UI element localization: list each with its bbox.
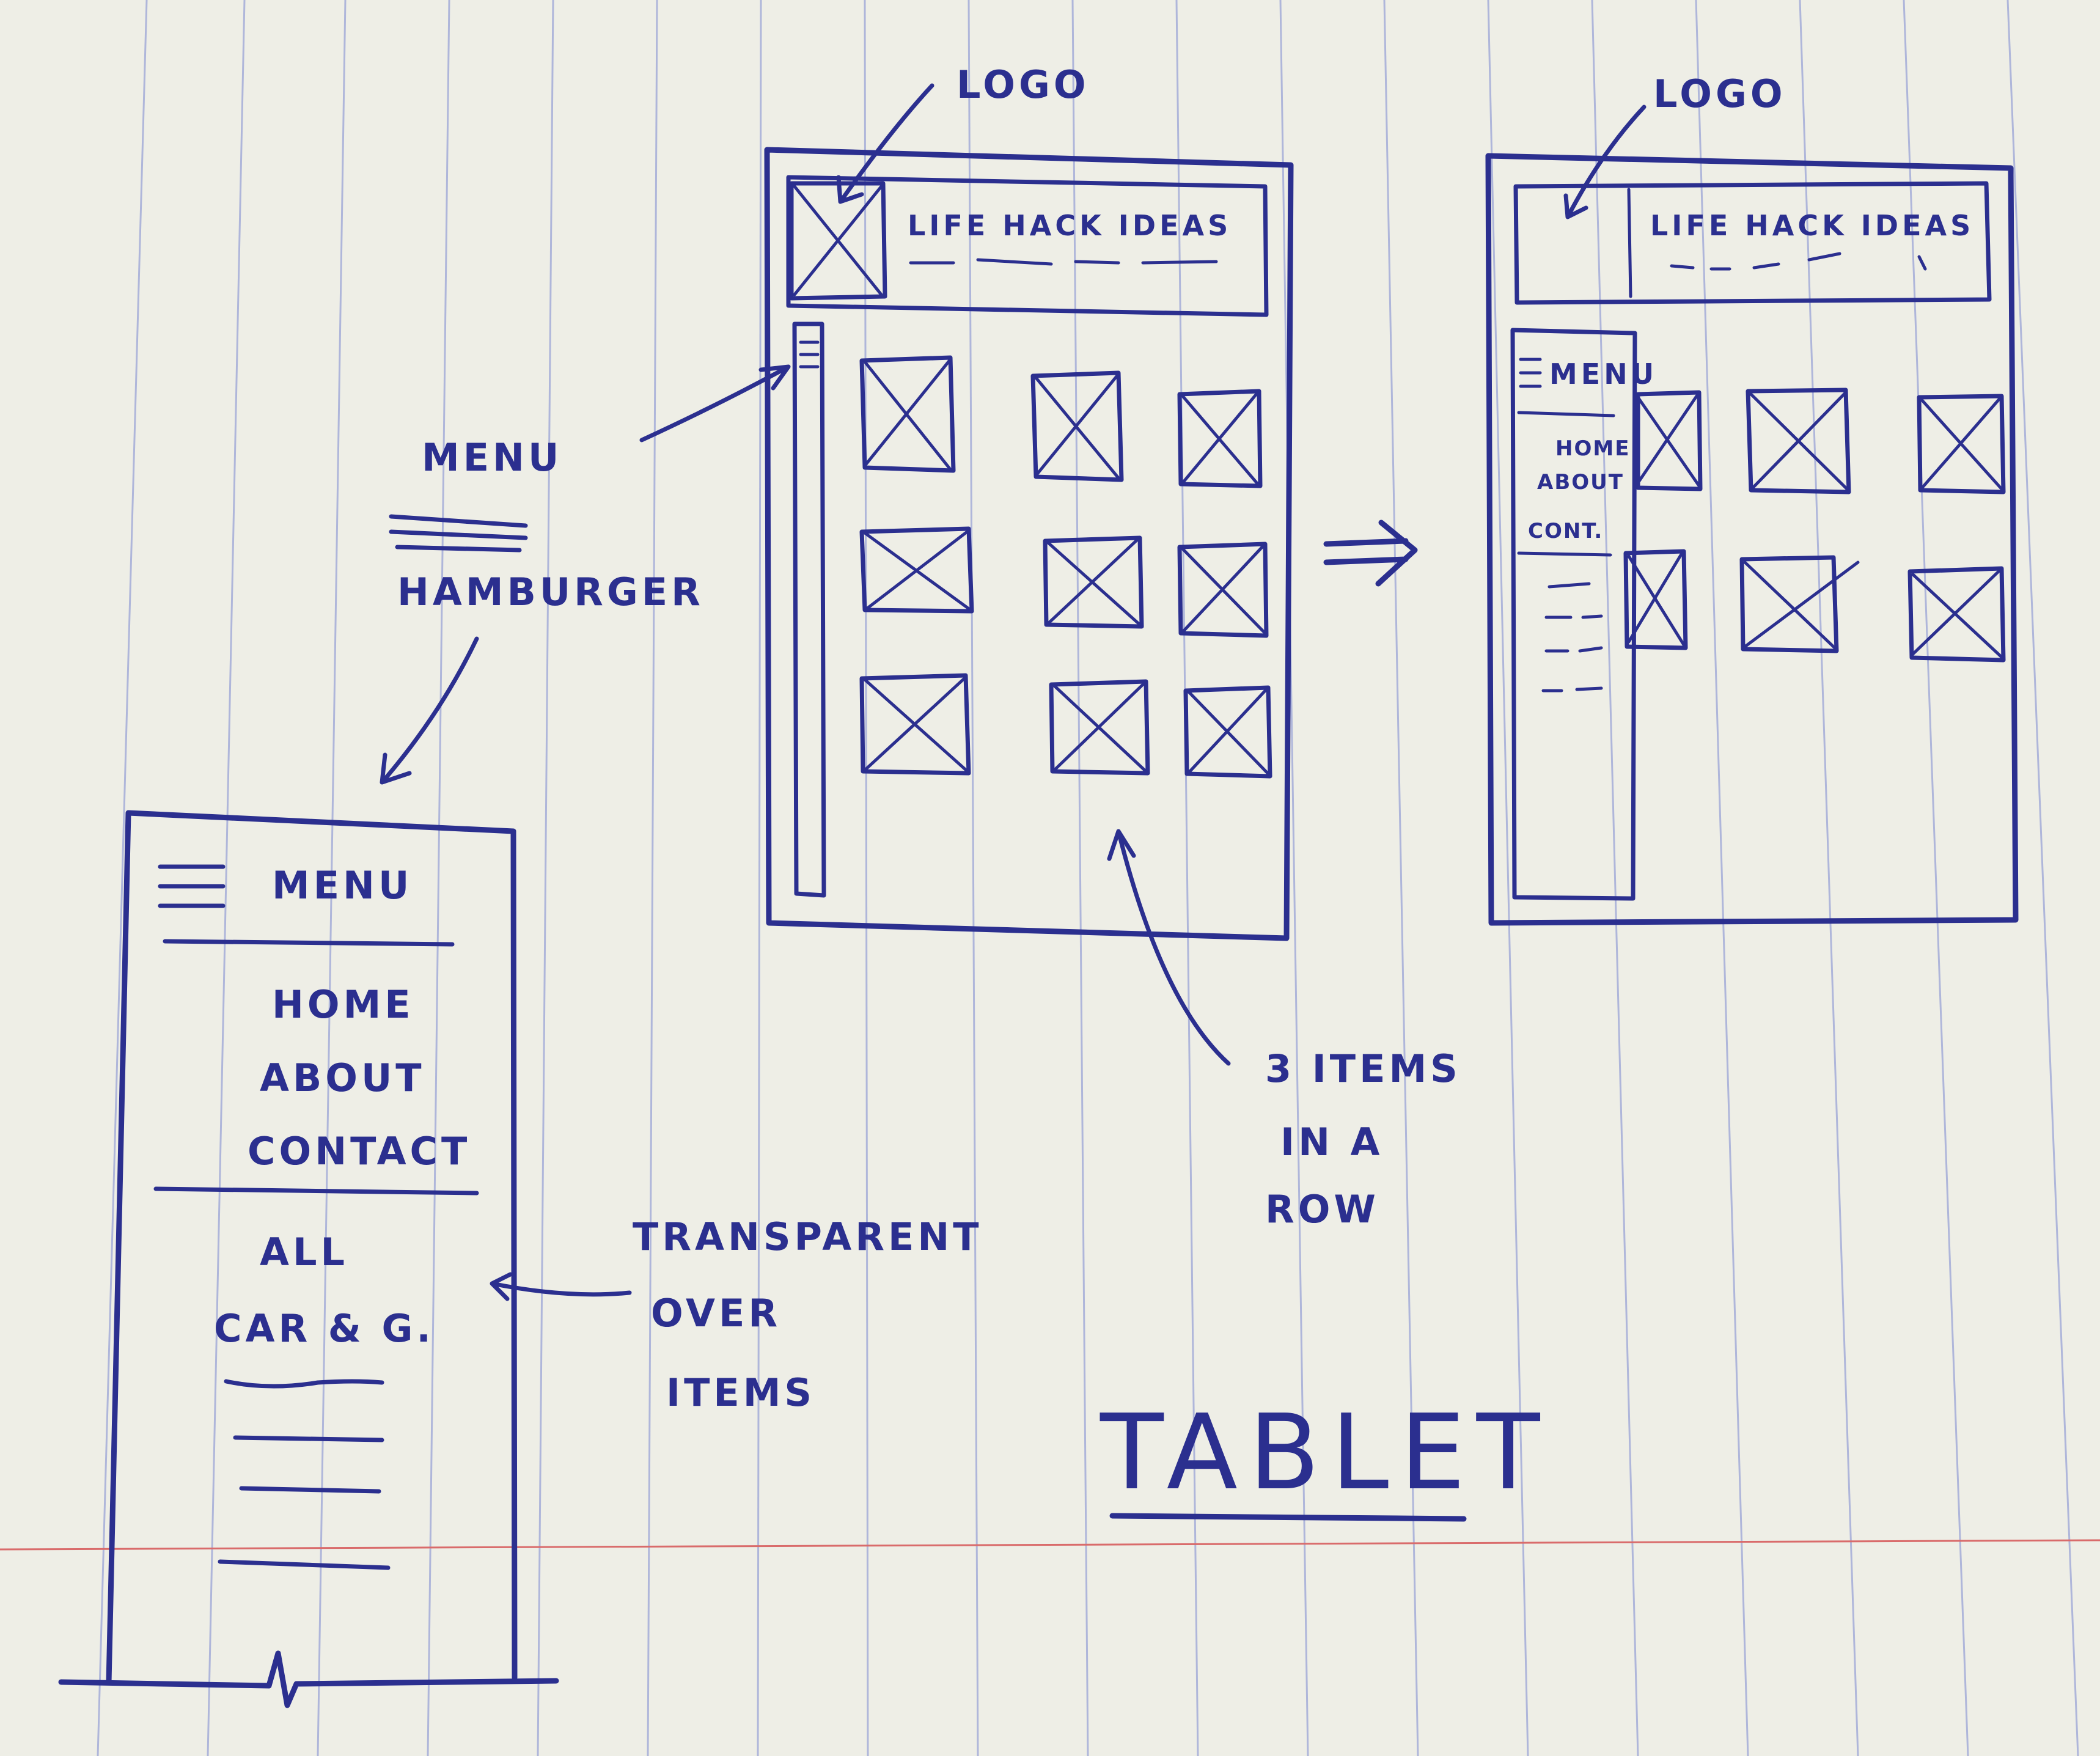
annotation-logo-right-label: LOGO — [1653, 72, 1786, 116]
annotation-logo-left-label: LOGO — [956, 62, 1090, 107]
image-placeholder-icon — [1043, 535, 1144, 629]
annotation-three-items-line2: IN A — [1280, 1120, 1384, 1164]
tablet-open-item-grid — [1623, 388, 2006, 663]
annotation-three-items-line3: ROW — [1265, 1187, 1379, 1232]
annotation-transparent-line2: OVER — [651, 1291, 781, 1335]
hamburger-icon — [799, 340, 820, 369]
tablet-closed-item-grid — [859, 355, 1272, 779]
image-placeholder-icon — [1049, 679, 1150, 776]
image-placeholder-icon — [1746, 388, 1851, 494]
image-placeholder-icon — [859, 526, 974, 614]
image-placeholder-icon — [1177, 389, 1263, 488]
annotation-menu-label: MENU — [422, 435, 562, 480]
mobile-menu-link-about: ABOUT — [260, 1056, 425, 1100]
annotation-arrow-to-mobile — [380, 636, 479, 785]
image-placeholder-icon — [859, 355, 956, 473]
annotation-menu-hamburger: MENU HAMBURGER — [380, 364, 791, 785]
mobile-menu-title: MENU — [272, 863, 413, 908]
page-title-group: TABLET — [1100, 1392, 1551, 1522]
annotation-three-items-line1: 3 ITEMS — [1265, 1046, 1461, 1091]
hamburger-icon — [158, 864, 226, 908]
image-placeholder-icon — [1623, 549, 1688, 650]
sidebar-link: CONT. — [1528, 519, 1603, 543]
image-placeholder-icon — [1739, 555, 1860, 653]
annotation-three-items: 3 ITEMS IN A ROW — [1107, 829, 1461, 1232]
mobile-menu-frame — [106, 810, 518, 1685]
tablet-wireframe-open: LIFE HACK IDEAS MENU HOME ABOUT CONT. — [1485, 153, 2019, 926]
sidebar-link: ABOUT — [1537, 470, 1624, 494]
transition-arrow-icon — [1323, 520, 1418, 587]
image-placeholder-icon — [1030, 370, 1124, 482]
hamburger-icon — [1519, 358, 1542, 388]
annotation-logo-left: LOGO — [836, 62, 1090, 204]
tablet-closed-frame — [764, 147, 1294, 941]
logo-divider — [1627, 188, 1632, 298]
image-placeholder-icon — [1917, 394, 2006, 494]
sidebar-link: HOME — [1555, 436, 1630, 461]
collapsed-sidebar — [792, 321, 826, 898]
tablet-closed-header — [786, 175, 1269, 317]
image-placeholder-icon — [1177, 542, 1269, 638]
mobile-menu-link-home: HOME — [272, 982, 414, 1027]
annotation-transparent-line1: TRANSPARENT — [633, 1214, 983, 1259]
annotation-hamburger-label: HAMBURGER — [397, 570, 704, 614]
image-placeholder-icon — [1907, 566, 2006, 663]
tablet-wireframe-closed: LIFE HACK IDEAS — [764, 147, 1294, 941]
tablet-open-header — [1513, 181, 1992, 305]
mobile-menu-link-contact: CONTACT — [248, 1129, 471, 1174]
image-placeholder-icon — [859, 673, 971, 776]
tablet-open-header-title: LIFE HACK IDEAS — [1650, 209, 1974, 242]
image-placeholder-icon — [1183, 685, 1272, 779]
mobile-menu-wireframe: MENU HOME ABOUT CONTACT ALL CAR & G. — [58, 810, 559, 1708]
annotation-logo-right: LOGO — [1563, 72, 1786, 219]
open-sidebar-menu: MENU HOME ABOUT CONT. — [1510, 328, 1658, 901]
image-placeholder-icon — [1636, 390, 1703, 491]
page-title: TABLET — [1100, 1392, 1551, 1513]
annotation-transparent: TRANSPARENT OVER ITEMS — [490, 1214, 983, 1415]
mobile-menu-placeholder-lines — [218, 1379, 391, 1570]
mobile-menu-category-all: ALL — [260, 1230, 348, 1274]
tablet-open-frame — [1485, 153, 2019, 926]
annotation-transparent-line3: ITEMS — [666, 1370, 815, 1415]
sidebar-menu-title: MENU — [1549, 358, 1658, 391]
tablet-closed-header-title: LIFE HACK IDEAS — [908, 209, 1232, 242]
annotation-arrow-to-sidebar — [639, 364, 791, 443]
mobile-menu-category-car: CAR & G. — [214, 1306, 435, 1351]
